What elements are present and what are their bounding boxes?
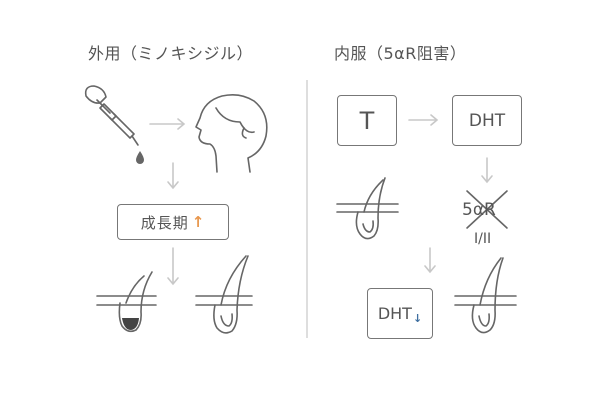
left-arrows bbox=[149, 118, 186, 286]
dark-bulb bbox=[122, 318, 139, 330]
anagen-phase-label: 成長期 bbox=[140, 213, 189, 232]
dht-label: DHT bbox=[468, 110, 506, 131]
increase-arrow-icon: ↑ bbox=[191, 213, 206, 231]
testosterone-label: T bbox=[359, 106, 375, 135]
head-profile-icon bbox=[195, 94, 268, 173]
dropper-icon bbox=[84, 85, 139, 146]
topical-heading: 外用（ミノキシジル） bbox=[88, 44, 254, 63]
follicle-oral-start-icon bbox=[336, 177, 399, 240]
decrease-arrow-icon: ↓ bbox=[412, 312, 423, 325]
enzyme-label: 5αR bbox=[462, 200, 496, 220]
follicle-before-icon bbox=[96, 271, 157, 333]
dht-decrease-box: DHT↓ bbox=[367, 288, 433, 339]
enzyme-isoforms-label: I/II bbox=[474, 231, 492, 247]
dht-decrease-label: DHT bbox=[377, 304, 412, 323]
dht-box: DHT bbox=[452, 95, 522, 146]
follicle-oral-result-icon bbox=[454, 257, 517, 334]
testosterone-box: T bbox=[337, 95, 397, 146]
anagen-phase-box: 成長期↑ bbox=[117, 204, 229, 240]
follicle-after-icon bbox=[195, 255, 253, 334]
right-arrows bbox=[408, 114, 493, 274]
drop-icon bbox=[136, 151, 144, 164]
oral-heading: 内服（5αR阻害） bbox=[334, 44, 467, 63]
cross-mark-icon bbox=[466, 190, 508, 229]
